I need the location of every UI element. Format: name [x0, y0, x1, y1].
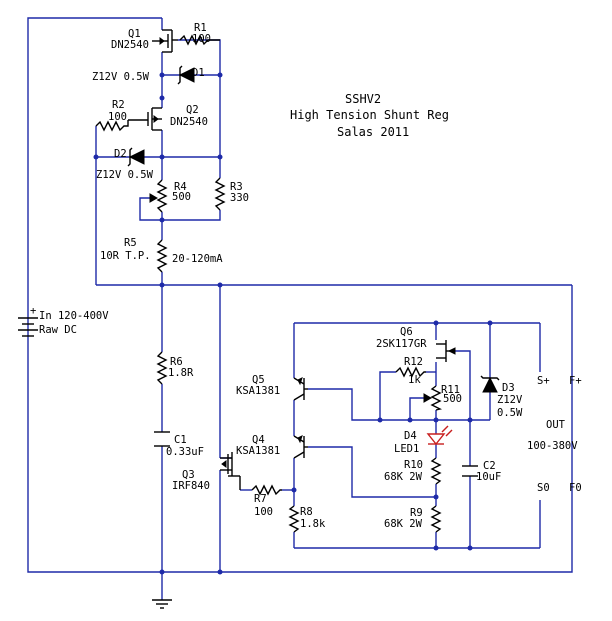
- r6-ref: R6: [170, 356, 183, 368]
- output-label: OUT: [546, 419, 566, 431]
- current-range: 20-120mA: [172, 253, 223, 265]
- r6-value: 1.8R: [168, 367, 194, 379]
- r2-ref: R2: [112, 99, 125, 111]
- q2-part: DN2540: [170, 116, 208, 128]
- r8-value: 1.8k: [300, 518, 326, 530]
- r5-resistor-symbol: [156, 239, 168, 273]
- r11-value: 500: [443, 393, 462, 405]
- d3-value: Z12V: [497, 394, 523, 406]
- d3-power: 0.5W: [497, 407, 523, 419]
- r9-resistor-symbol: [430, 505, 442, 533]
- r4-ref: R4: [174, 181, 187, 193]
- r1-ref: R1: [194, 22, 207, 34]
- d2-zener-symbol: [127, 147, 145, 167]
- junction-dots: [93, 72, 493, 575]
- r10-resistor-symbol: [430, 457, 442, 485]
- d2-ref: D2: [114, 148, 127, 160]
- d2-value: Z12V 0.5W: [96, 169, 154, 181]
- q3-part: IRF840: [172, 480, 210, 492]
- r11-ref: R11: [441, 384, 460, 396]
- r3-value: 330: [230, 192, 249, 204]
- ground-symbol: [152, 599, 172, 609]
- output-range: 100-380V: [527, 440, 578, 452]
- r10-value: 68K 2W: [384, 471, 423, 483]
- q5-transistor-symbol: [293, 377, 308, 401]
- q4-transistor-symbol: [293, 435, 308, 459]
- battery-plus: +: [30, 305, 36, 317]
- c2-capacitor-symbol: [462, 465, 478, 477]
- q1-ref: Q1: [128, 28, 141, 40]
- q6-jfet-symbol: [436, 340, 456, 362]
- q1-part: DN2540: [111, 39, 149, 51]
- r10-ref: R10: [404, 459, 423, 471]
- r7-ref: R7: [254, 493, 267, 505]
- r1-resistor-symbol: [179, 34, 220, 46]
- title-line1: SSHV2: [345, 92, 381, 106]
- r2-value: 100: [108, 111, 127, 123]
- r12-resistor-symbol: [395, 366, 426, 378]
- title-line2: High Tension Shunt Reg: [290, 108, 449, 122]
- supply-in-label: In 120-400V: [39, 310, 109, 322]
- q5-ref: Q5: [252, 374, 265, 386]
- r5-ref: R5: [124, 237, 137, 249]
- r6-resistor-symbol: [156, 351, 168, 385]
- r9-value: 68K 2W: [384, 518, 423, 530]
- supply-raw-label: Raw DC: [39, 324, 77, 336]
- r2-resistor-symbol: [95, 120, 129, 132]
- d4-led-symbol: [426, 425, 453, 446]
- d3-zener-symbol: [480, 375, 500, 393]
- r4-potentiometer-symbol: [149, 179, 168, 213]
- output-f-plus: F+: [569, 375, 582, 387]
- d1-ref: D1: [192, 67, 205, 79]
- q4-ref: Q4: [252, 434, 265, 446]
- q5-part: KSA1381: [236, 385, 280, 397]
- r11-potentiometer-symbol: [423, 385, 443, 411]
- q6-part: 2SK117GR: [376, 338, 427, 350]
- d1-zener-symbol: [177, 65, 195, 85]
- q6-ref: Q6: [400, 326, 413, 338]
- q3-ref: Q3: [182, 469, 195, 481]
- q3-mosfet-symbol: [220, 452, 241, 490]
- r7-value: 100: [254, 506, 273, 518]
- wires: [27, 17, 573, 600]
- r8-resistor-symbol: [288, 505, 300, 533]
- c2-value: 10uF: [476, 471, 501, 483]
- c1-ref: C1: [174, 434, 187, 446]
- r5-value: 10R T.P.: [100, 250, 151, 262]
- d4-ref: D4: [404, 430, 417, 442]
- battery-symbol: [18, 317, 38, 337]
- q4-part: KSA1381: [236, 445, 280, 457]
- q1-mosfet-symbol: [152, 29, 178, 53]
- d4-value: LED1: [394, 443, 419, 455]
- r8-ref: R8: [300, 506, 313, 518]
- output-s0: S0: [537, 482, 550, 494]
- output-f0: F0: [569, 482, 582, 494]
- r9-ref: R9: [410, 507, 423, 519]
- r3-ref: R3: [230, 181, 243, 193]
- r12-value: 1k: [408, 374, 421, 386]
- q2-mosfet-symbol: [128, 107, 162, 131]
- r1-value: 100: [192, 33, 211, 45]
- d3-ref: D3: [502, 382, 515, 394]
- c1-value: 0.33uF: [166, 446, 204, 458]
- d1-zener-value: Z12V 0.5W: [92, 71, 150, 83]
- q2-ref: Q2: [186, 104, 199, 116]
- r3-resistor-symbol: [214, 177, 226, 211]
- c1-capacitor-symbol: [154, 431, 170, 447]
- r12-ref: R12: [404, 356, 423, 368]
- title-line3: Salas 2011: [337, 125, 409, 139]
- r4-value: 500: [172, 191, 191, 203]
- r7-resistor-symbol: [251, 484, 282, 496]
- output-s-plus: S+: [537, 375, 550, 387]
- c2-ref: C2: [483, 460, 496, 472]
